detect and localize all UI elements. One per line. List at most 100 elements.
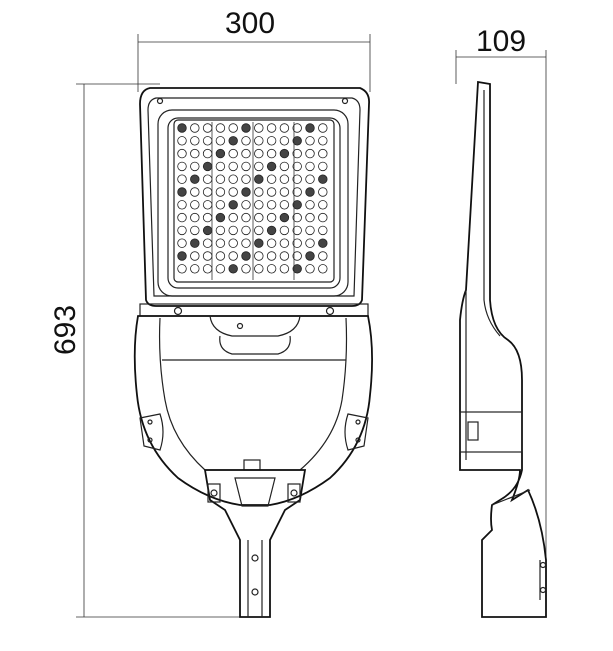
led-lens	[254, 251, 264, 261]
led-lens	[266, 212, 277, 223]
led-lens	[228, 174, 238, 184]
led-lens	[292, 136, 302, 146]
led-lens	[241, 123, 251, 133]
depth-dimension: 109	[455, 25, 547, 600]
led-lens	[241, 136, 251, 146]
led-lens	[305, 225, 315, 236]
led-lens	[305, 161, 315, 172]
led-lens	[266, 238, 277, 248]
led-lens	[318, 238, 328, 248]
led-lens	[305, 136, 315, 146]
led-lens	[292, 264, 302, 274]
led-lens	[177, 148, 187, 159]
led-lens	[190, 264, 200, 274]
led-lens	[305, 123, 315, 133]
led-lens	[241, 187, 251, 197]
led-lens	[215, 251, 226, 261]
led-lens	[228, 148, 238, 159]
led-lens	[215, 187, 226, 197]
led-lens	[190, 148, 200, 159]
led-lens	[241, 238, 251, 248]
led-lens	[215, 136, 226, 146]
width-dimension: 300	[137, 7, 371, 92]
side-profile-outline	[459, 80, 547, 618]
led-lens	[279, 161, 290, 172]
led-lens	[254, 123, 264, 133]
led-lens	[292, 238, 302, 248]
led-lens	[215, 148, 226, 159]
led-lens	[177, 238, 187, 248]
led-lens	[266, 174, 277, 184]
led-lens	[254, 212, 264, 223]
led-lens	[177, 200, 187, 210]
led-lens	[279, 264, 290, 274]
led-lens	[292, 123, 302, 133]
led-lens	[305, 187, 315, 197]
led-lens	[254, 264, 264, 274]
led-lens	[279, 200, 290, 210]
led-lens	[241, 264, 251, 274]
led-lens	[177, 161, 187, 172]
led-lens	[190, 225, 200, 236]
led-lens	[202, 212, 213, 223]
front-view	[133, 87, 373, 618]
led-lens	[190, 200, 200, 210]
led-array	[177, 122, 328, 280]
led-lens	[254, 200, 264, 210]
led-lens	[190, 161, 200, 172]
led-lens	[305, 212, 315, 223]
led-lens	[215, 123, 226, 133]
led-lens	[318, 212, 328, 223]
led-lens	[292, 200, 302, 210]
led-lens	[228, 238, 238, 248]
led-lens	[215, 238, 226, 248]
width-label: 300	[225, 7, 275, 40]
led-lens	[241, 174, 251, 184]
led-lens	[228, 123, 238, 133]
led-lens	[215, 174, 226, 184]
led-lens	[318, 161, 328, 172]
led-lens	[190, 238, 200, 248]
led-lens	[266, 187, 277, 197]
led-lens	[215, 161, 226, 172]
height-label: 693	[49, 305, 82, 355]
led-lens	[266, 225, 277, 236]
led-lens	[266, 264, 277, 274]
led-lens	[241, 200, 251, 210]
led-lens	[279, 212, 290, 223]
led-lens	[177, 136, 187, 146]
depth-label: 109	[476, 25, 526, 58]
led-lens	[318, 148, 328, 159]
led-lens	[202, 200, 213, 210]
led-lens	[318, 187, 328, 197]
led-lens	[202, 136, 213, 146]
led-lens	[228, 212, 238, 223]
led-lens	[241, 225, 251, 236]
led-lens	[279, 148, 290, 159]
led-lens	[241, 212, 251, 223]
led-lens	[318, 200, 328, 210]
led-lens	[228, 187, 238, 197]
led-lens	[215, 200, 226, 210]
led-lens	[202, 251, 213, 261]
led-lens	[318, 225, 328, 236]
led-lens	[279, 136, 290, 146]
led-lens	[292, 174, 302, 184]
led-lens	[279, 123, 290, 133]
led-lens	[228, 136, 238, 146]
led-lens	[292, 212, 302, 223]
led-lens	[215, 264, 226, 274]
led-lens	[190, 251, 200, 261]
led-lens	[241, 161, 251, 172]
led-lens	[177, 225, 187, 236]
led-lens	[190, 123, 200, 133]
led-lens	[305, 238, 315, 248]
led-lens	[305, 251, 315, 261]
led-lens	[254, 174, 264, 184]
led-lens	[202, 225, 213, 236]
led-lens	[177, 123, 187, 133]
led-lens	[254, 161, 264, 172]
led-lens	[318, 123, 328, 133]
led-lens	[177, 212, 187, 223]
led-lens	[266, 148, 277, 159]
